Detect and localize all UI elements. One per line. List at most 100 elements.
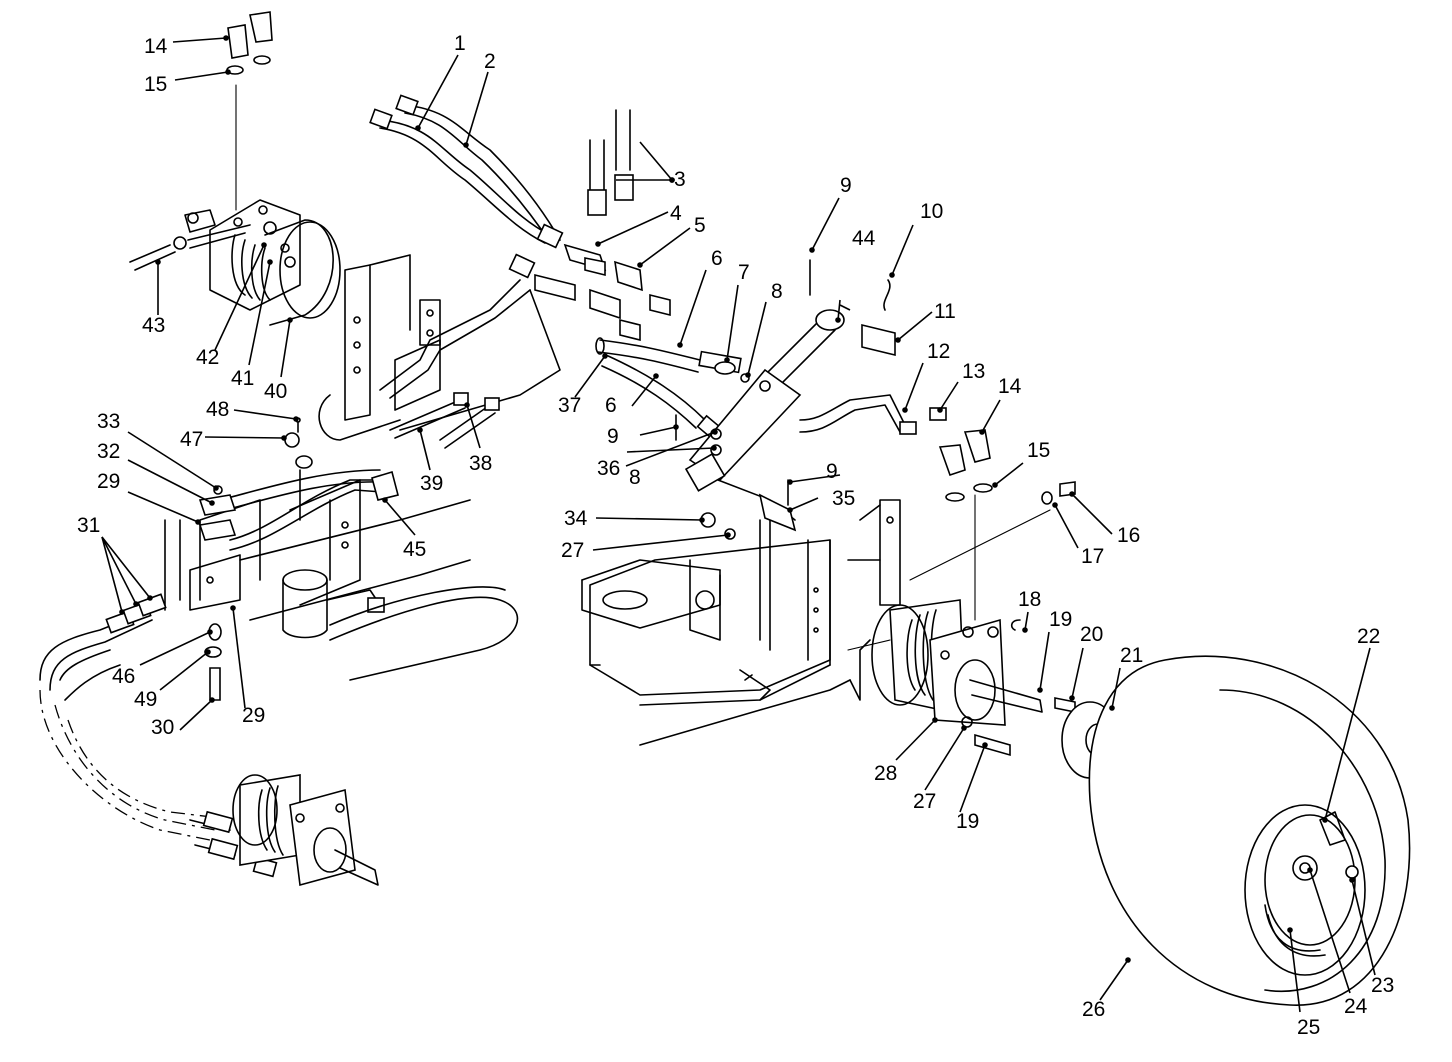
callout-27a: 27 — [561, 539, 584, 562]
leader-dot — [895, 337, 901, 343]
leader-dot — [982, 742, 988, 748]
callout-6b: 6 — [605, 394, 617, 417]
pump — [129, 84, 341, 326]
callout-37: 37 — [558, 394, 581, 417]
leader-line — [789, 474, 841, 483]
callout-7: 7 — [738, 261, 750, 284]
leader-dot — [1287, 927, 1293, 933]
leader-line — [101, 536, 123, 613]
callout-34: 34 — [564, 507, 588, 530]
leader-line — [417, 54, 459, 129]
leader-dot — [464, 402, 470, 408]
leader-dot — [699, 517, 705, 523]
leader-dot — [1037, 687, 1043, 693]
leader-dot — [293, 416, 299, 422]
leader-dot — [281, 435, 287, 441]
callout-27b: 27 — [913, 790, 936, 813]
wheel-and-tire — [1088, 655, 1411, 1006]
leader-dot — [937, 407, 943, 413]
leader-dot — [1109, 705, 1115, 711]
callout-labels: 1 2 3 4 5 6 6 7 8 8 9 9 9 10 11 12 13 14… — [77, 32, 1394, 1039]
leader-line — [592, 534, 729, 551]
leader-line — [639, 227, 691, 266]
leader-line — [233, 409, 297, 420]
leader-line — [639, 141, 673, 181]
callout-33: 33 — [97, 410, 120, 433]
leader-line — [574, 355, 606, 398]
leader-line — [1324, 647, 1371, 821]
callout-1: 1 — [454, 32, 466, 55]
leader-dot — [961, 725, 967, 731]
leader-line — [127, 459, 213, 504]
diagram-artwork — [39, 11, 1411, 1006]
leader-lines — [101, 35, 1376, 1013]
callout-17: 17 — [1081, 545, 1104, 568]
leader-dot — [155, 259, 161, 265]
leader-line — [384, 499, 416, 536]
leader-line — [280, 319, 291, 378]
leader-dot — [267, 259, 273, 265]
callout-49: 49 — [134, 688, 157, 711]
leader-line — [1099, 959, 1129, 1001]
callout-13: 13 — [962, 360, 985, 383]
leader-line — [139, 631, 211, 666]
callout-41: 41 — [231, 367, 254, 390]
leader-line — [747, 301, 767, 376]
leader-line — [1309, 869, 1351, 994]
leader-dot — [230, 605, 236, 611]
leader-dot — [725, 532, 731, 538]
leader-line — [1071, 647, 1084, 699]
leader-dot — [382, 497, 388, 503]
callout-31: 31 — [77, 514, 100, 537]
callout-9a: 9 — [840, 174, 852, 197]
leader-line — [895, 719, 936, 761]
leader-line — [159, 651, 209, 691]
cylinder-pins — [675, 259, 896, 540]
callout-35: 35 — [832, 487, 855, 510]
callout-3: 3 — [674, 168, 686, 191]
leader-dot — [809, 247, 815, 253]
callout-47: 47 — [180, 428, 203, 451]
leader-line — [465, 71, 489, 146]
callout-16: 16 — [1117, 524, 1140, 547]
leader-line — [204, 436, 285, 439]
leader-dot — [1069, 491, 1075, 497]
callout-36: 36 — [597, 457, 620, 480]
callout-39: 39 — [420, 472, 443, 495]
leader-dot — [712, 429, 718, 435]
callout-12: 12 — [927, 340, 950, 363]
leader-dot — [287, 317, 293, 323]
hose-3 — [587, 109, 634, 216]
callout-20: 20 — [1080, 623, 1103, 646]
callout-42: 42 — [196, 346, 219, 369]
callout-40: 40 — [264, 380, 287, 403]
leader-line — [1071, 493, 1113, 535]
callout-4: 4 — [670, 202, 682, 225]
callout-2: 2 — [484, 50, 496, 73]
leader-line — [639, 426, 677, 436]
main-frame — [581, 499, 1051, 746]
leader-line — [891, 224, 914, 276]
callout-38: 38 — [469, 452, 492, 475]
leader-dot — [653, 373, 659, 379]
tube-12 — [799, 394, 993, 621]
leader-dot — [669, 177, 675, 183]
leader-line — [904, 362, 924, 411]
leader-dot — [417, 427, 423, 433]
callout-15b: 15 — [1027, 439, 1050, 462]
leader-dot — [979, 429, 985, 435]
left-hoses — [39, 593, 278, 878]
leader-dot — [415, 125, 421, 131]
callout-18: 18 — [1018, 588, 1041, 611]
leader-line — [1351, 879, 1376, 976]
callout-19a: 19 — [1049, 608, 1072, 631]
callout-23: 23 — [1371, 974, 1394, 997]
leader-line — [595, 517, 703, 521]
callout-21: 21 — [1120, 644, 1143, 667]
leader-line — [101, 536, 137, 605]
right-wheel-motor — [847, 599, 1043, 726]
callout-48: 48 — [206, 398, 229, 421]
callout-14a: 14 — [144, 35, 168, 58]
leader-dot — [637, 262, 643, 268]
